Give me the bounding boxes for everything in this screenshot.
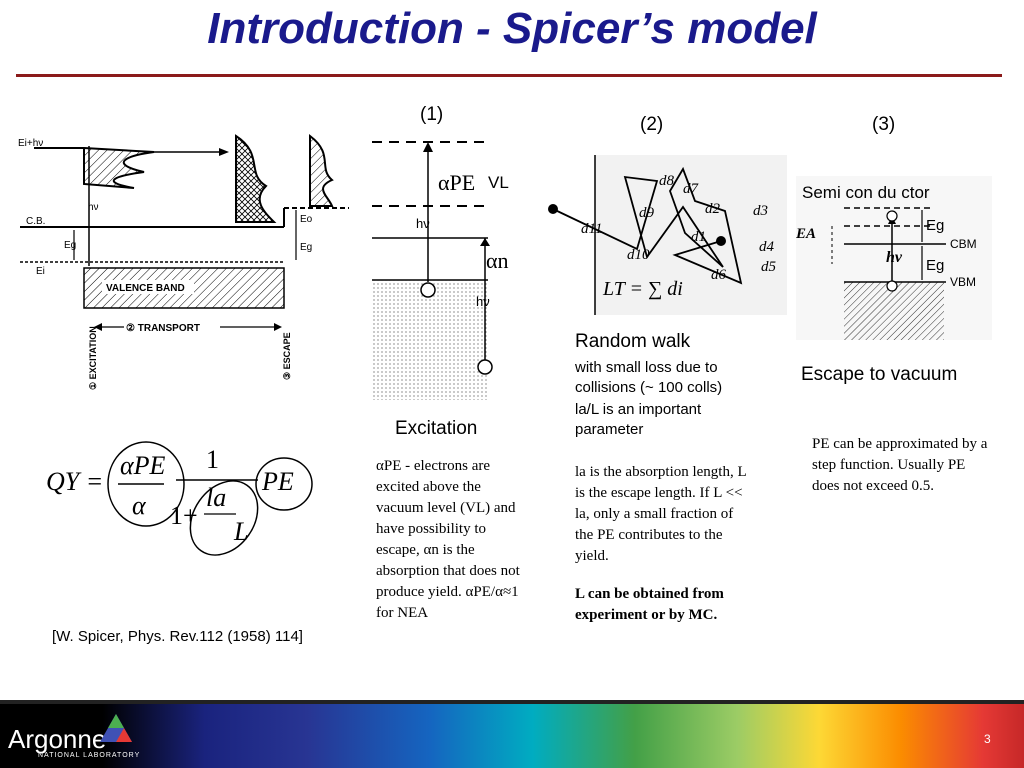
footer-divider — [0, 700, 1024, 704]
excitation-diagram: αPE VL hν αn hν — [372, 141, 509, 400]
d8-label: d8 — [659, 173, 675, 189]
random-walk-body1: with small loss due to collisions (~ 100… — [575, 359, 723, 396]
escape-heading: Escape to vacuum — [801, 364, 958, 385]
random-walk-body4: L can be obtained from experiment or by … — [575, 586, 724, 623]
excitation-heading: Excitation — [395, 418, 478, 439]
step-label-1: (1) — [420, 104, 444, 125]
excitation-rot-label: ① EXCITATION — [88, 326, 98, 390]
d11-label: d11 — [581, 221, 602, 237]
d6-label: d6 — [711, 267, 727, 283]
formula-one: 1 — [206, 445, 219, 474]
eg-upper-label: Eg — [926, 217, 944, 234]
vl-label: VL — [488, 173, 509, 192]
formula-lhs: QY = — [46, 467, 103, 496]
d3-label: d3 — [753, 203, 768, 219]
hv-label-sc: hν — [886, 249, 903, 266]
d1-label: d1 — [691, 229, 706, 245]
semiconductor-diagram: Semi con du ctor EA Eg CBM hν Eg VBM — [796, 176, 992, 340]
hv-label-1: hν — [416, 216, 430, 231]
d2-label: d2 — [705, 201, 721, 217]
slide-title: Introduction - Spicer’s model — [207, 4, 817, 53]
formula-la: la — [206, 483, 226, 512]
argonne-logo-subtitle: NATIONAL LABORATORY — [38, 752, 141, 759]
random-walk-diagram: d8 d7 d9 d2 d3 d11 d1 d4 d10 d5 d6 LT = … — [548, 155, 787, 315]
argonne-logo-icon — [100, 714, 132, 742]
formula-one-plus: 1+ — [170, 501, 198, 530]
valence-band-label: VALENCE BAND — [106, 283, 185, 294]
citation: [W. Spicer, Phys. Rev.112 (1958) 114] — [52, 628, 303, 645]
d7-label: d7 — [683, 181, 700, 197]
cb-label: C.B. — [26, 216, 45, 227]
cbm-label: CBM — [950, 237, 977, 251]
random-walk-body3: la is the absorption length, L is the es… — [575, 464, 747, 564]
semiconductor-title: Semi con du ctor — [802, 183, 930, 202]
formula-pe: PE — [261, 467, 294, 496]
d10-label: d10 — [627, 247, 650, 263]
lt-formula: LT = ∑ di — [602, 278, 683, 300]
step-label-3: (3) — [872, 114, 896, 135]
random-walk-body2: la/L is an important parameter — [575, 401, 702, 438]
argonne-logo-text: Argonne — [8, 724, 107, 754]
ea-label: EA — [796, 226, 816, 242]
d9-label: d9 — [639, 205, 655, 221]
title-divider — [16, 74, 1002, 77]
formula-alpha: α — [132, 491, 147, 520]
hv-label: hν — [88, 202, 99, 213]
transport-label: ② TRANSPORT — [126, 323, 200, 334]
ei-hv-label: Ei+hν — [18, 138, 43, 149]
ei-label: Ei — [36, 266, 45, 277]
excitation-body: αPE - electrons are excited above the va… — [376, 458, 520, 621]
eg-label-left: Eg — [64, 240, 76, 251]
band-diagram: VALENCE BAND ② TRANSPORT Ei+hν hν C.B. E… — [18, 133, 349, 390]
random-walk-heading: Random walk — [575, 331, 691, 352]
vbm-label: VBM — [950, 275, 976, 289]
escape-body: PE can be approximated by a step functio… — [812, 436, 988, 494]
qy-formula: QY = αPE α 1 1+ la L PE — [46, 441, 313, 556]
hv-label-2: hν — [476, 294, 490, 309]
alpha-n-label: αn — [486, 248, 509, 273]
footer-bar — [0, 700, 1024, 768]
eo-label: Eo — [300, 214, 313, 225]
d5-label: d5 — [761, 259, 777, 275]
eg-label-right: Eg — [300, 242, 312, 253]
alpha-pe-label: αPE — [438, 170, 475, 195]
formula-alpha-pe: αPE — [120, 451, 166, 480]
formula-L: L — [233, 517, 248, 546]
d4-label: d4 — [759, 239, 775, 255]
step-label-2: (2) — [640, 114, 664, 135]
page-number: 3 — [984, 732, 991, 746]
escape-rot-label: ③ ESCAPE — [282, 332, 292, 380]
eg-lower-label: Eg — [926, 257, 944, 274]
